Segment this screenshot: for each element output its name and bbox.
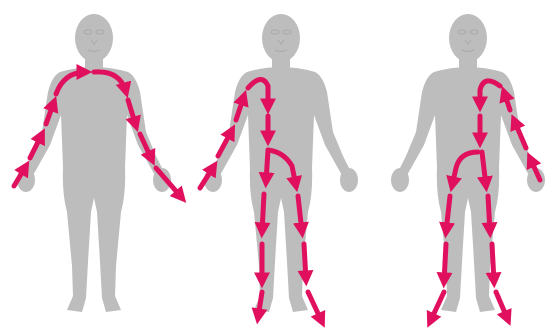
flow-arrow <box>492 244 494 282</box>
flow-arrow <box>262 194 264 232</box>
flow-arrow <box>266 150 268 182</box>
flow-arrow <box>304 244 306 280</box>
figure-left <box>17 14 171 312</box>
flow-arrow <box>444 244 446 282</box>
flow-arrow <box>496 292 508 320</box>
flow-arrow <box>308 292 322 322</box>
flow-arrow <box>258 292 262 318</box>
figure-right <box>391 14 545 312</box>
body-silhouette <box>17 14 171 312</box>
flow-arrow <box>430 292 444 322</box>
flow-arrow <box>488 196 490 232</box>
body-silhouette <box>391 14 545 312</box>
body-silhouette <box>204 14 358 312</box>
figure-middle <box>204 14 358 312</box>
